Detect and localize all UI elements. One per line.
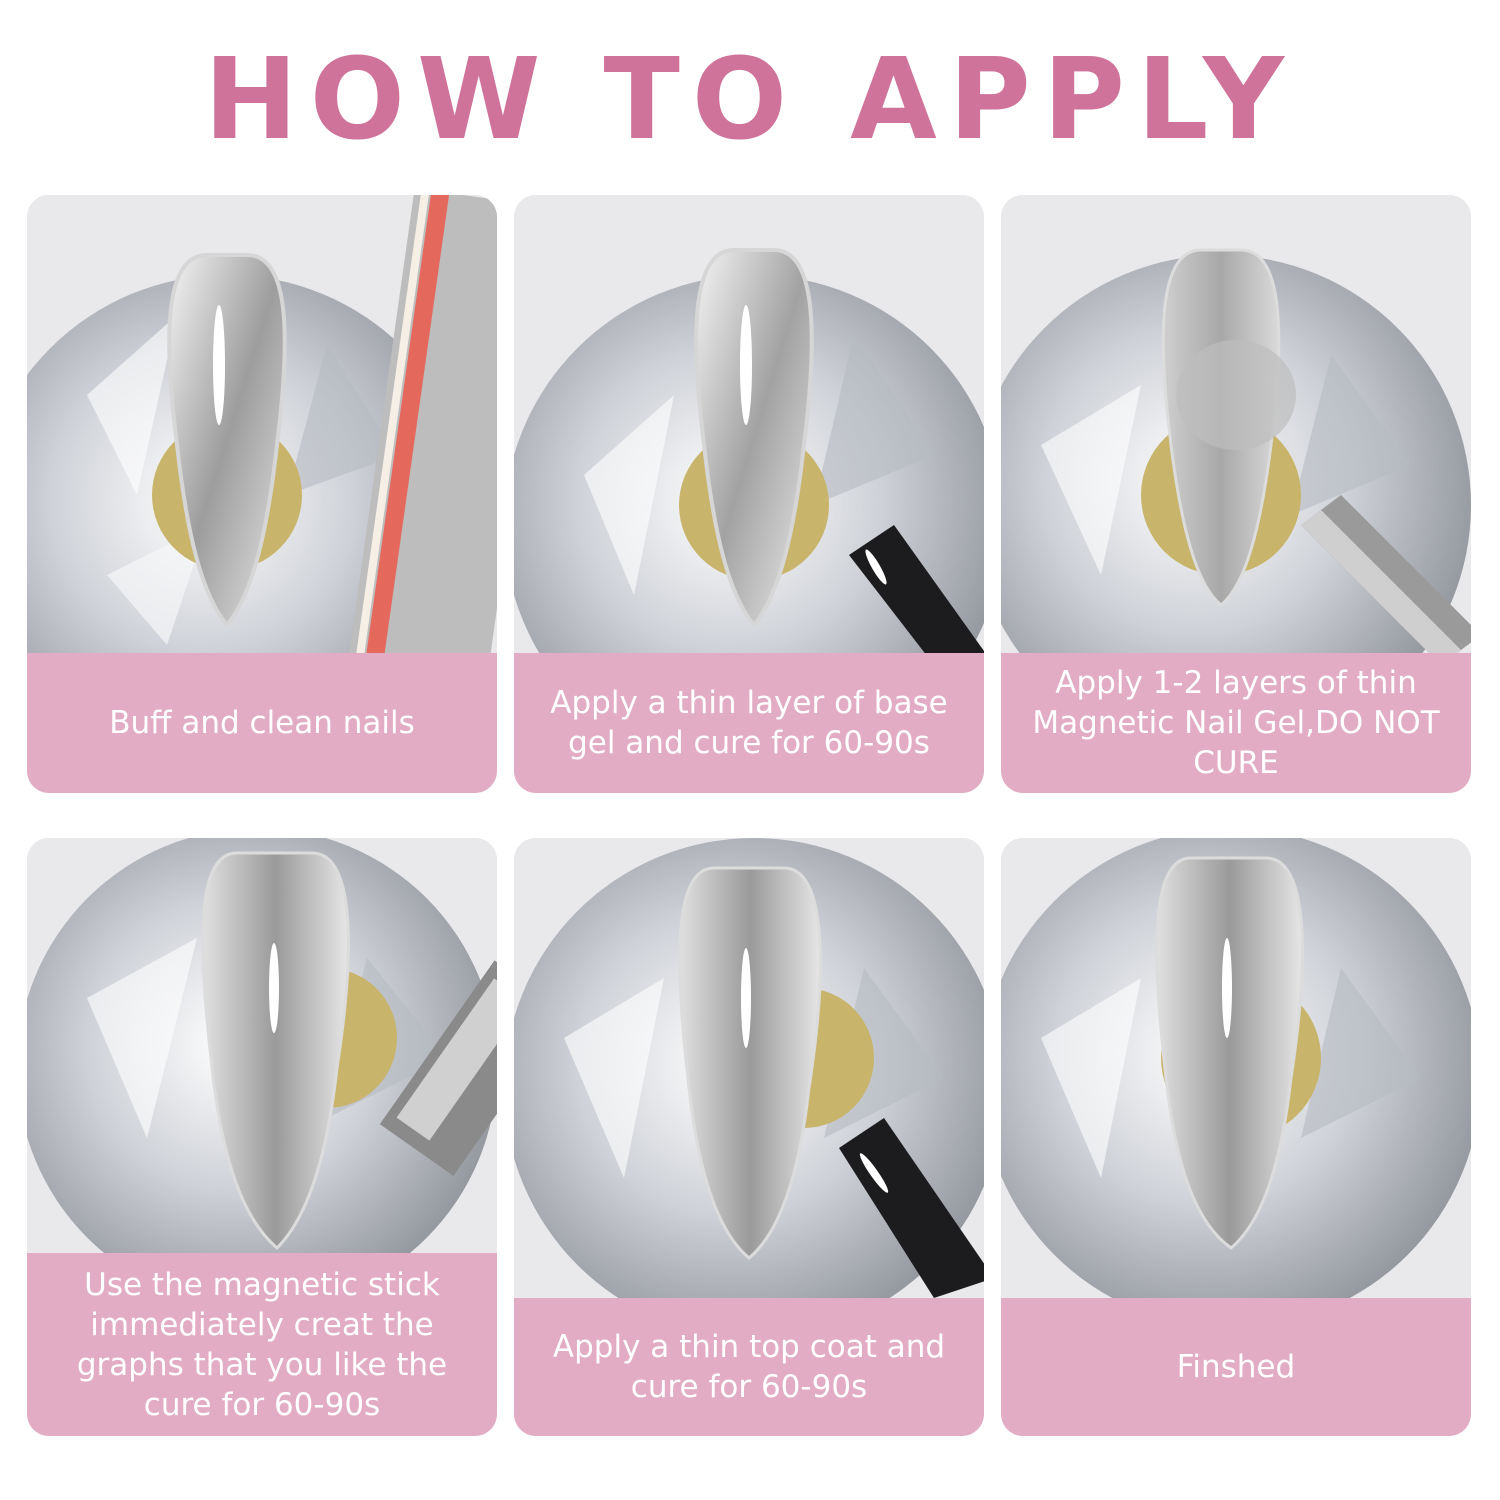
page-title: HOW TO APPLY <box>204 35 1296 165</box>
nail-silver <box>678 866 822 1260</box>
step-card-3: Apply 1-2 layers of thin Magnetic Nail G… <box>1001 195 1471 793</box>
step-5-caption: Apply a thin top coat and cure for 60-90… <box>514 1298 984 1436</box>
step-1-caption: Buff and clean nails <box>27 653 497 793</box>
step-card-2: Apply a thin layer of base gel and cure … <box>514 195 984 793</box>
nail-tip <box>167 253 287 629</box>
step-2-text: Apply a thin layer of base gel and cure … <box>550 685 948 761</box>
step-card-4: Use the magnetic stick immediately creat… <box>27 838 497 1436</box>
step-4-caption: Use the magnetic stick immediately creat… <box>27 1253 497 1436</box>
step-2-caption: Apply a thin layer of base gel and cure … <box>514 653 984 793</box>
black-brush <box>839 1118 984 1298</box>
nail-silver <box>1155 856 1304 1250</box>
nail-file <box>349 195 497 653</box>
step-card-1: Buff and clean nails <box>27 195 497 793</box>
nail-silver <box>201 851 350 1251</box>
step-6-text: Finshed <box>1176 1349 1296 1385</box>
nail-tip <box>694 248 814 629</box>
step-1-text: Buff and clean nails <box>109 705 415 741</box>
step-card-5: Apply a thin top coat and cure for 60-90… <box>514 838 984 1436</box>
black-brush <box>849 525 984 653</box>
step-5-photo <box>514 838 984 1298</box>
step-3-text: Apply 1-2 layers of thin Magnetic Nail G… <box>1032 665 1440 781</box>
step-3-photo <box>1001 195 1471 653</box>
step-6-photo <box>1001 838 1471 1298</box>
step-5-text: Apply a thin top coat and cure for 60-90… <box>552 1329 946 1405</box>
step-1-photo <box>27 195 497 653</box>
step-card-6: Finshed <box>1001 838 1471 1436</box>
step-6-caption: Finshed <box>1001 1298 1471 1436</box>
step-4-text: Use the magnetic stick immediately creat… <box>76 1266 448 1423</box>
step-2-photo <box>514 195 984 653</box>
step-3-caption: Apply 1-2 layers of thin Magnetic Nail G… <box>1001 653 1471 793</box>
step-4-photo <box>27 838 497 1253</box>
